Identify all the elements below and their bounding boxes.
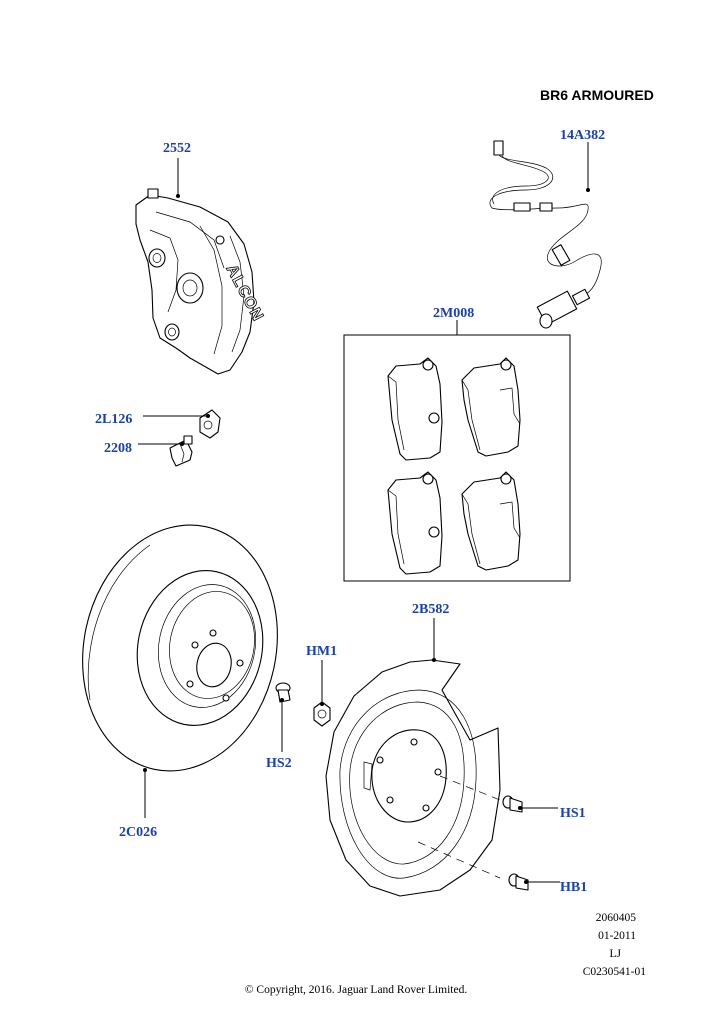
footer-date: 01-2011	[598, 930, 636, 942]
footer-code: C0230541-01	[583, 966, 647, 978]
callout-sensor[interactable]: 14A382	[560, 128, 605, 143]
brake-disc[interactable]	[60, 507, 299, 789]
callout-bleed[interactable]: 2208	[104, 441, 132, 456]
callout-pads[interactable]: 2M008	[433, 306, 474, 321]
brake-pad-4	[461, 471, 521, 571]
footer-copyright: © Copyright, 2016. Jaguar Land Rover Lim…	[245, 984, 468, 996]
callout-hs1[interactable]: HS1	[560, 806, 586, 821]
brake-dust-shield[interactable]	[325, 659, 501, 897]
footer-initials: LJ	[610, 948, 622, 960]
callout-disc[interactable]: 2C026	[119, 825, 157, 840]
diagram-title: BR6 ARMOURED	[540, 87, 654, 103]
bleed-screw[interactable]	[169, 435, 193, 467]
brake-pad-3	[387, 471, 443, 575]
shield-bolt-hb1[interactable]	[508, 873, 529, 891]
brake-wear-sensor[interactable]	[489, 140, 602, 329]
callout-shield[interactable]: 2B582	[412, 602, 449, 617]
callout-hm1[interactable]: HM1	[306, 644, 337, 659]
brake-pad-1	[387, 357, 443, 461]
callout-hs2[interactable]: HS2	[266, 756, 292, 771]
brake-caliper[interactable]: ALCON	[135, 188, 267, 375]
callout-cap[interactable]: 2L126	[95, 412, 132, 427]
brake-pad-2	[461, 357, 521, 457]
bleed-screw-cap[interactable]	[199, 409, 221, 439]
brake-pad-set[interactable]	[343, 320, 571, 582]
shield-screw-hs1[interactable]	[502, 795, 523, 813]
callout-caliper[interactable]: 2552	[163, 141, 191, 156]
footer-ref: 2060405	[596, 912, 637, 924]
callout-hb1[interactable]: HB1	[560, 880, 587, 895]
